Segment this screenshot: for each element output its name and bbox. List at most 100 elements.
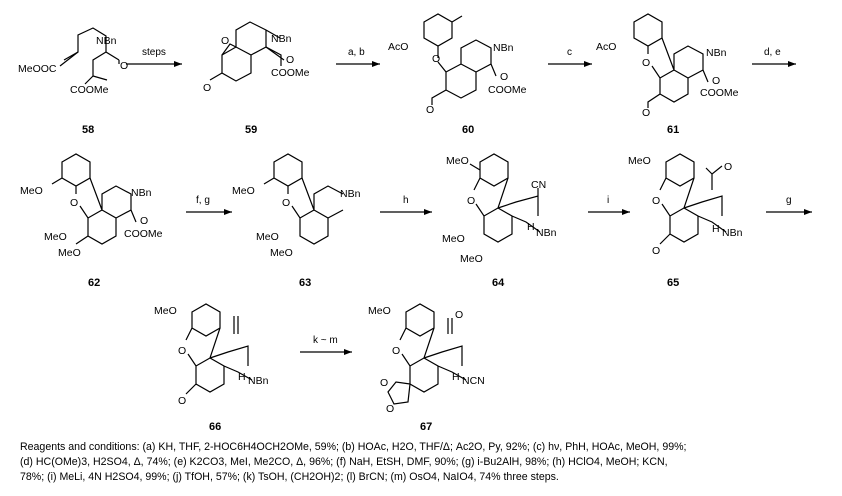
atom-h: H (527, 221, 535, 233)
atom-o: O (386, 403, 394, 415)
atom-nbn: NBn (340, 188, 361, 200)
arrow-label: i (607, 195, 609, 206)
atom-coome: COOMe (488, 84, 527, 96)
atom-meo: MeO (270, 247, 293, 259)
atom-meo: MeO (442, 233, 465, 245)
reaction-arrow-i: i (588, 195, 630, 215)
atom-meooc: MeOOC (18, 63, 57, 75)
atom-nbn: NBn (706, 47, 727, 59)
atom-o: O (70, 197, 78, 209)
reagents-and-conditions: Reagents and conditions: (a) KH, THF, 2-… (20, 440, 832, 485)
atom-o: O (642, 57, 650, 69)
atom-coome: COOMe (124, 228, 163, 240)
atom-meo: MeO (460, 253, 483, 265)
atom-aco: AcO (596, 41, 616, 53)
atom-o: O (380, 377, 388, 389)
compound-label: 64 (492, 277, 505, 289)
atom-o: O (455, 309, 463, 321)
arrow-label: k ~ m (313, 335, 338, 346)
compound-label: 67 (420, 421, 432, 433)
compound-label: 59 (245, 124, 257, 136)
atom-o: O (140, 215, 148, 227)
atom-meo: MeO (446, 155, 469, 167)
reaction-arrow-km: k ~ m (300, 335, 352, 355)
reaction-arrow-ab: a, b (336, 47, 380, 67)
compound-label: 61 (667, 124, 679, 136)
reaction-arrow-steps: steps (126, 47, 182, 67)
atom-o: O (712, 75, 720, 87)
atom-h: H (452, 371, 460, 383)
atom-o: O (178, 395, 186, 407)
atom-meo: MeO (58, 247, 81, 259)
atom-nbn: NBn (536, 227, 557, 239)
compound-label: 66 (209, 421, 221, 433)
atom-h: H (238, 371, 246, 383)
atom-nbn: NBn (131, 187, 152, 199)
compound-label: 63 (299, 277, 311, 289)
atom-nbn: NBn (493, 42, 514, 54)
atom-meo: MeO (256, 231, 279, 243)
atom-meo: MeO (628, 155, 651, 167)
atom-o: O (642, 107, 650, 119)
atom-o: O (426, 104, 434, 116)
atom-o: O (500, 71, 508, 83)
atom-h: H (712, 223, 720, 235)
arrow-label: c (567, 47, 572, 58)
compound-63: MeO O NBn MeO MeO 63 (232, 153, 361, 289)
atom-o: O (120, 60, 128, 72)
atom-nbn: NBn (96, 35, 117, 47)
atom-meo: MeO (368, 305, 391, 317)
atom-o: O (432, 53, 440, 65)
atom-nbn: NBn (271, 33, 292, 45)
atom-coome: COOMe (271, 67, 310, 79)
reagents-line-1: Reagents and conditions: (a) KH, THF, 2-… (20, 440, 832, 455)
atom-meo: MeO (154, 305, 177, 317)
atom-o: O (652, 245, 660, 257)
compound-66: MeO O H NBn O 66 (154, 303, 269, 433)
atom-nbn: NBn (722, 227, 743, 239)
compound-58: NBn O MeOOC COOMe 58 (18, 27, 128, 136)
atom-o: O (203, 82, 211, 94)
atom-meo: MeO (44, 231, 67, 243)
arrow-label: f, g (196, 195, 210, 206)
compound-61: AcO O NBn O COOMe O 61 (596, 13, 739, 136)
reaction-arrow-c: c (548, 47, 592, 67)
arrow-label: g (786, 195, 792, 206)
atom-meo: MeO (20, 185, 43, 197)
compound-60: AcO O NBn O COOMe O 60 (388, 13, 527, 136)
compound-65: MeO O O H NBn O 65 (628, 153, 743, 289)
reagents-prefix: Reagents and conditions: (20, 441, 140, 453)
atom-o: O (221, 35, 229, 47)
atom-o: O (286, 54, 294, 66)
atom-o: O (652, 195, 660, 207)
compound-62: MeO O NBn O COOMe MeO MeO 62 (20, 153, 163, 289)
reaction-arrow-h: h (380, 195, 432, 215)
arrow-label: a, b (348, 47, 365, 58)
reaction-arrow-de: d, e (752, 47, 796, 67)
arrow-label: h (403, 195, 409, 206)
compound-label: 65 (667, 277, 679, 289)
atom-coome: COOMe (700, 87, 739, 99)
atom-aco: AcO (388, 41, 408, 53)
compound-67: MeO O O H NCN O O 67 (368, 303, 485, 433)
reagents-line-2: (d) HC(OMe)3, H2SO4, Δ, 74%; (e) K2CO3, … (20, 456, 668, 468)
compound-label: 58 (82, 124, 94, 136)
atom-coome: COOMe (70, 84, 109, 96)
compound-64: MeO CN O H NBn MeO MeO 64 (442, 153, 557, 289)
atom-o: O (392, 345, 400, 357)
atom-nbn: NBn (248, 375, 269, 387)
compound-label: 60 (462, 124, 474, 136)
reagents-line-3: 78%; (i) MeLi, 4N H2SO4, 99%; (j) TfOH, … (20, 471, 559, 483)
reaction-arrow-fg: f, g (186, 195, 232, 215)
atom-meo: MeO (232, 185, 255, 197)
compound-59: O NBn O COOMe O 59 (203, 21, 310, 136)
arrow-label: steps (142, 47, 166, 58)
compound-label: 62 (88, 277, 100, 289)
atom-cn: CN (531, 179, 546, 191)
reaction-arrow-g: g (766, 195, 812, 215)
arrow-label: d, e (764, 47, 781, 58)
atom-o: O (178, 345, 186, 357)
atom-o: O (467, 195, 475, 207)
reagents-text: (a) KH, THF, 2-HOC6H4OCH2OMe, 59%; (b) H… (142, 441, 687, 453)
